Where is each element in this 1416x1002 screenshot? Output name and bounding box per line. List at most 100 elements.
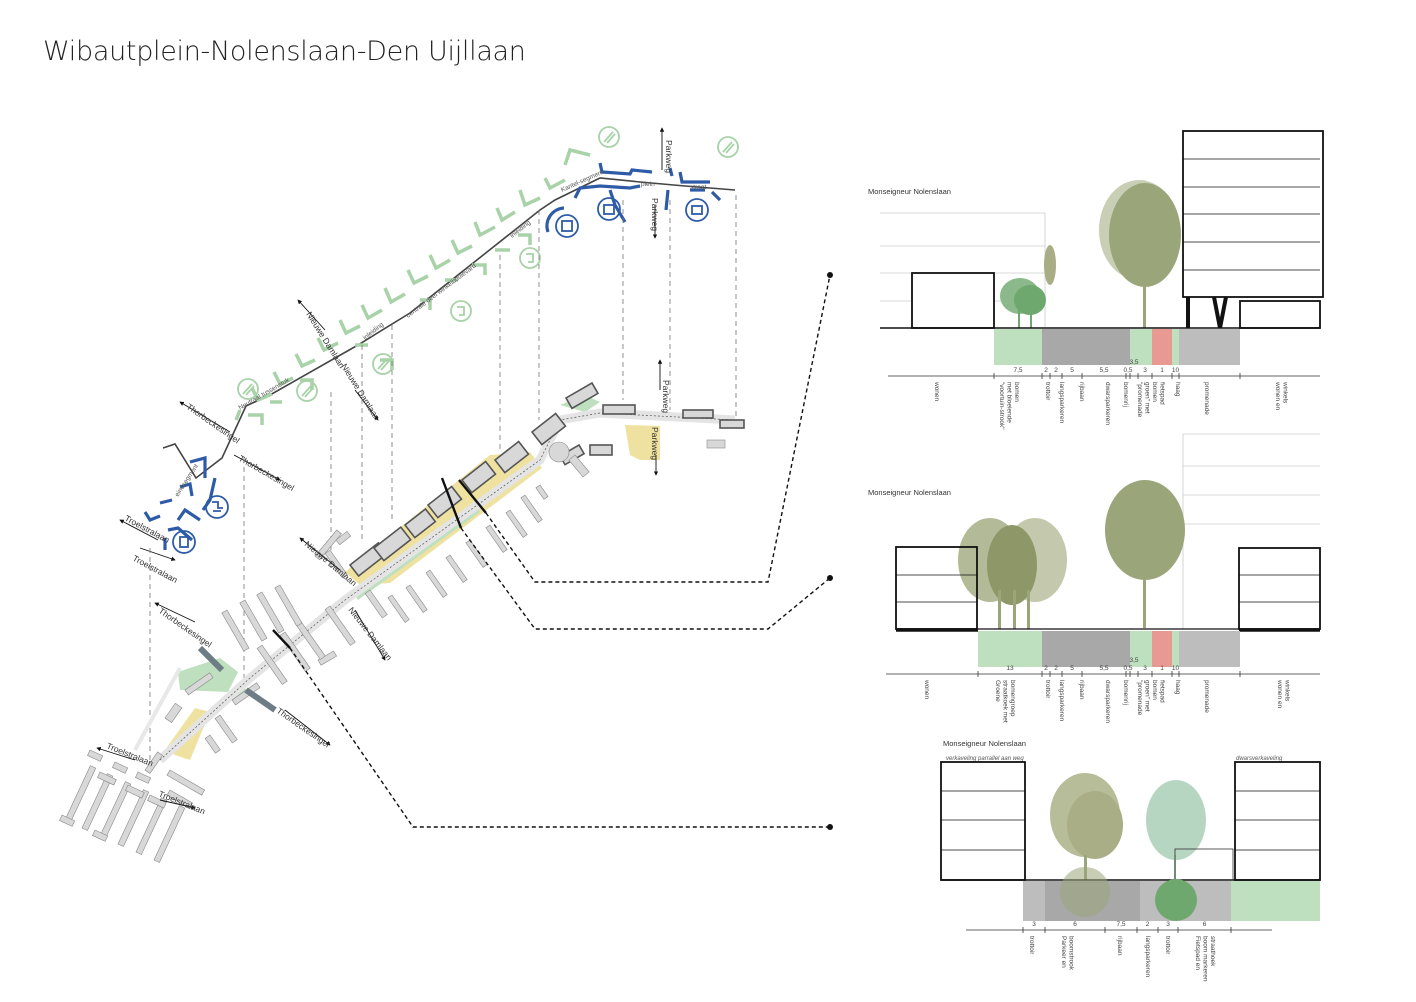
section-1-profile	[994, 329, 1240, 365]
dimension-label: 7,5	[1116, 921, 1125, 928]
segment-label-straat: straat	[690, 184, 706, 191]
dimension-label: 2	[1044, 665, 1048, 672]
segment-axis	[162, 177, 736, 480]
section-2-floor-lines	[896, 574, 1320, 603]
street-label-parkweg-bottom-map: Parkweg	[650, 427, 660, 460]
zone-label: fietspad	[1159, 680, 1166, 703]
section-leaders	[289, 274, 831, 828]
street-label-parkweg-top-map: Parkweg	[661, 380, 671, 413]
section-1-columns	[1186, 296, 1228, 329]
zone-label: haag	[1174, 382, 1181, 397]
thorbeckesingel-road	[197, 645, 277, 713]
section-3-trees	[1050, 773, 1206, 880]
street-label-troelstralaan-map-1: Troelstralaan	[105, 741, 155, 769]
zone-label: Fietspad enboom markerenstraathoek	[1194, 936, 1216, 982]
dimension-label: 10	[1172, 665, 1180, 672]
segment-label-centraal: centrale deel winkelboulevard	[405, 262, 478, 319]
street-section-2: Monseigneur Nolenslaan	[868, 433, 1321, 723]
street-label-troelstralaan-2: Troelstralaan	[131, 553, 179, 585]
dimension-label: 3	[1143, 665, 1147, 672]
dimension-label: 2	[1146, 921, 1150, 928]
zone-label: langsparkeren	[1144, 936, 1151, 978]
zone-label: "promenadegroen" metbomen	[1136, 680, 1158, 716]
zone-label: dwarsparkeren	[1104, 680, 1111, 723]
zone-label: wonen enwinkels	[1274, 381, 1289, 411]
dimension-label: 10	[1172, 367, 1180, 374]
dimension-label: 6	[1073, 921, 1077, 928]
street-label-thorbeckesingel-map-1: Thorbeckesingel	[157, 605, 214, 649]
blue-symbols	[172, 197, 709, 554]
section-1-title: Monseigneur Nolenslaan	[868, 187, 951, 196]
dimension-label: 1	[1160, 367, 1164, 374]
zone-label: wonen	[933, 381, 940, 402]
zone-label: bomenrij	[1122, 382, 1129, 407]
dimension-label: 0,5	[1123, 665, 1132, 672]
zone-label: dwarsparkeren	[1104, 382, 1111, 425]
zone-label: langsparkeren	[1058, 680, 1065, 722]
dimension-label: 1	[1160, 665, 1164, 672]
street-label-thorbeckesingel-1: Thorbeckesingel	[185, 401, 242, 445]
street-section-3: Monseigneur Nolenslaan verkaveling parra…	[940, 739, 1321, 982]
section-2-title: Monseigneur Nolenslaan	[868, 488, 951, 497]
dimension-label: 13	[1006, 665, 1014, 672]
buildings-north	[348, 381, 745, 578]
green-symbols	[237, 126, 739, 402]
dimension-label: 3,5	[1129, 359, 1138, 366]
street-label-thorbeckesingel-2: Thorbeckesingel	[237, 453, 296, 493]
dimension-label: 3,5	[1129, 657, 1138, 664]
zone-label: "voortuin-strook"met bloeiendebomen	[998, 382, 1020, 430]
segment-label-inleiding-1: inleiding	[362, 321, 385, 341]
street-section-1: Monseigneur Nolenslaan	[868, 130, 1324, 430]
zone-label: Parkeer enboomstrook	[1060, 936, 1075, 971]
dimension-label: 3	[1166, 921, 1170, 928]
zone-label: promenade	[1203, 382, 1210, 415]
section-2-profile	[978, 631, 1240, 667]
section-cut-lines	[272, 477, 487, 649]
dimension-label: 6	[1203, 921, 1207, 928]
zone-label: "promenadegroen" metbomen	[1136, 382, 1158, 418]
zone-label: wonen	[923, 679, 930, 700]
section-2-trees	[958, 480, 1185, 629]
zone-label: rijbaan	[1078, 382, 1085, 402]
street-label-parkweg-bottom: Parkweg	[650, 198, 660, 231]
zone-label: rijbaan	[1116, 936, 1123, 956]
segment-label-kantel: Kantel-segment	[560, 169, 605, 194]
section-3-floor-lines	[941, 790, 1320, 851]
page-title: Wibautplein-Nolenslaan-Den Uijllaan	[43, 36, 526, 67]
zone-label: haag	[1174, 680, 1181, 695]
zone-label: bomenrij	[1122, 680, 1129, 705]
side-path	[133, 667, 182, 751]
dimension-label: 3	[1032, 921, 1036, 928]
zone-label: Groenestraatkoek metbomengroep	[994, 680, 1016, 723]
dimension-label: 3	[1143, 367, 1147, 374]
dimension-label: 5,5	[1099, 367, 1108, 374]
dimension-label: 2	[1044, 367, 1048, 374]
zone-label: rijbaan	[1078, 680, 1085, 700]
zone-label: trottoir	[1044, 382, 1051, 401]
zone-label: langsparkeren	[1058, 382, 1065, 424]
leader-endpoints	[827, 272, 833, 830]
section-1-floor-lines	[1183, 158, 1320, 271]
zone-label: trottoir	[1044, 680, 1051, 699]
green-block-fragments	[234, 147, 591, 425]
dimension-label: 5	[1070, 665, 1074, 672]
section-3-profile	[1023, 867, 1320, 921]
zone-label: promenade	[1203, 680, 1210, 713]
street-label-thorbeckesingel-map-2: Thorbeckesingel	[275, 705, 332, 749]
zone-label: trottoir	[1164, 936, 1171, 955]
section-3-subtitle-left: verkaveling parrallel aan weg	[946, 756, 1024, 762]
section-3-dimensions: 3 6 7,5 2 3 6	[1022, 921, 1232, 933]
section-1-zones: wonen "voortuin-strook"met bloeiendebomen…	[933, 381, 1289, 430]
projection-lines	[149, 195, 737, 770]
street-arrows-bottom	[96, 359, 663, 810]
street-plan-map: Parkweg Parkweg Nieuwe Damlaan Nieuwe Da…	[59, 272, 833, 863]
segment-label-plein: plein	[641, 181, 655, 188]
street-label-parkweg-top: Parkweg	[664, 140, 674, 173]
buildings-plain	[59, 439, 726, 863]
section-2-background-lines	[1182, 433, 1320, 629]
zone-label: trottoir	[1028, 936, 1035, 955]
section-2-zones: wonen Groenestraatkoek metbomengroep trott…	[923, 679, 1291, 723]
street-centerline	[159, 412, 736, 761]
dimension-label: 2	[1054, 665, 1058, 672]
